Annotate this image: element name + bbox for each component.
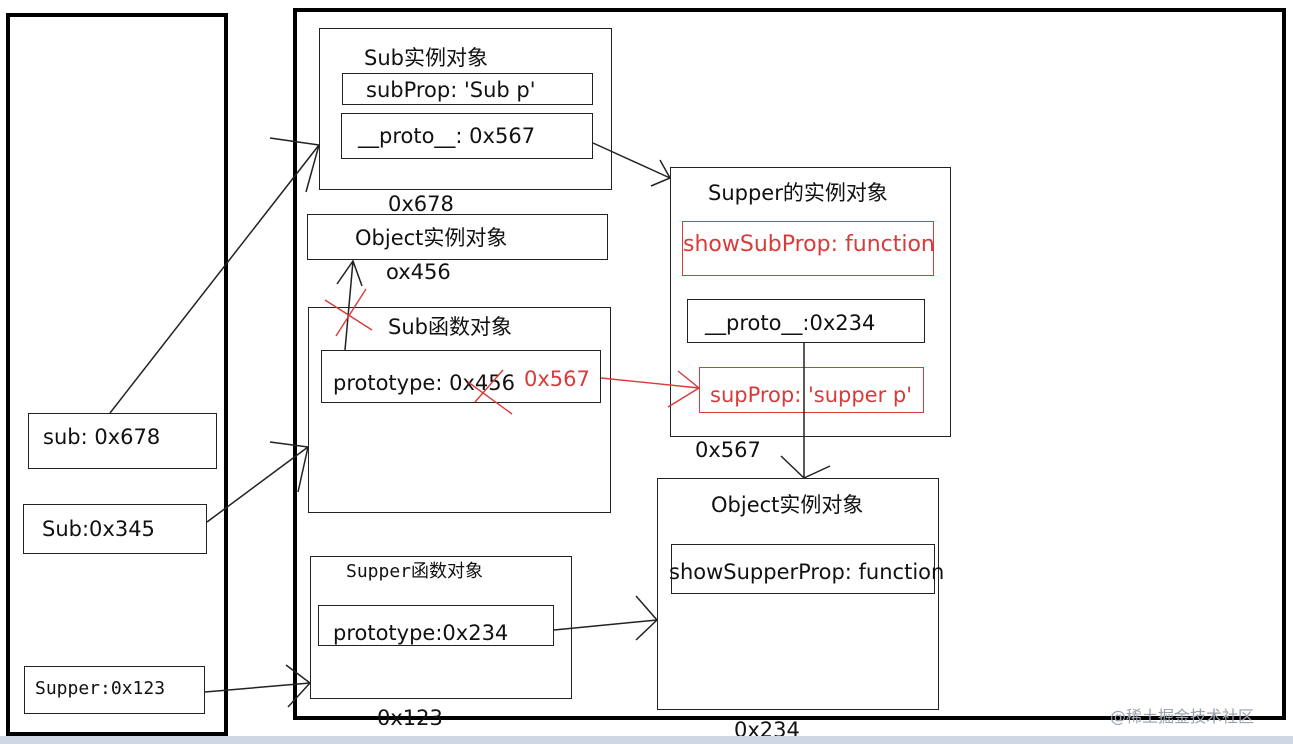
supper-instance-proto-label: __proto__:0x234 (705, 311, 876, 335)
sub-function-prototype-label: prototype: 0x456 (333, 371, 515, 395)
supper-instance-title: Supper的实例对象 (708, 181, 888, 205)
supper-instance-address: 0x567 (695, 438, 761, 462)
watermark: @稀土掘金技术社区 (1110, 707, 1255, 726)
object-instance-top: Object实例对象 (307, 214, 608, 260)
sub-instance-subprop-label: subProp: 'Sub p' (366, 78, 536, 102)
object-instance-bottom (657, 478, 939, 710)
object-instance-bottom-title: Object实例对象 (711, 493, 864, 517)
object-instance-bottom-address: 0x234 (734, 718, 800, 742)
sub-instance-title: Sub实例对象 (364, 46, 488, 70)
bottom-strip (0, 736, 1293, 744)
object-instance-top-title: Object实例对象 (355, 226, 508, 250)
stack-var-sub-label: sub: 0x678 (43, 425, 161, 449)
stack-var-Supper-label: Supper:0x123 (35, 678, 166, 699)
stack-var-Sub: Sub:0x345 (23, 504, 207, 554)
object-instance-top-address: ox456 (386, 260, 451, 284)
sub-instance-proto: __proto__: 0x567 (341, 113, 593, 159)
supper-instance-showsubprop: showSubProp: function (682, 221, 935, 276)
stack-frame (6, 13, 228, 736)
sub-function-object (308, 307, 611, 513)
stack-var-Sub-label: Sub:0x345 (42, 517, 155, 541)
supper-instance-supprop-label: supProp: 'supper p' (710, 383, 912, 407)
supper-function-prototype-label: prototype:0x234 (333, 621, 509, 645)
sub-function-title: Sub函数对象 (388, 315, 512, 339)
sub-instance-subprop: subProp: 'Sub p' (342, 73, 593, 105)
stack-var-sub: sub: 0x678 (28, 413, 217, 469)
supper-function-title: Supper函数对象 (346, 561, 484, 582)
sub-function-new-prototype: 0x567 (524, 367, 590, 391)
supper-function-prototype: prototype:0x234 (318, 605, 554, 646)
supper-function-address: 0x123 (377, 706, 443, 730)
object-instance-bottom-method: showSupperProp: function (669, 544, 944, 594)
object-instance-bottom-method-label: showSupperProp: function (669, 560, 945, 584)
stack-var-Supper: Supper:0x123 (24, 666, 205, 714)
supper-instance-showsubprop-label: showSubProp: function (683, 232, 935, 257)
supper-instance-proto: __proto__:0x234 (687, 299, 925, 343)
sub-instance-object (319, 28, 612, 190)
supper-instance-supprop: supProp: 'supper p' (699, 367, 924, 413)
sub-function-prototype: prototype: 0x456 (321, 350, 601, 403)
sub-instance-address: 0x678 (388, 192, 454, 216)
sub-instance-proto-label: __proto__: 0x567 (358, 124, 536, 148)
